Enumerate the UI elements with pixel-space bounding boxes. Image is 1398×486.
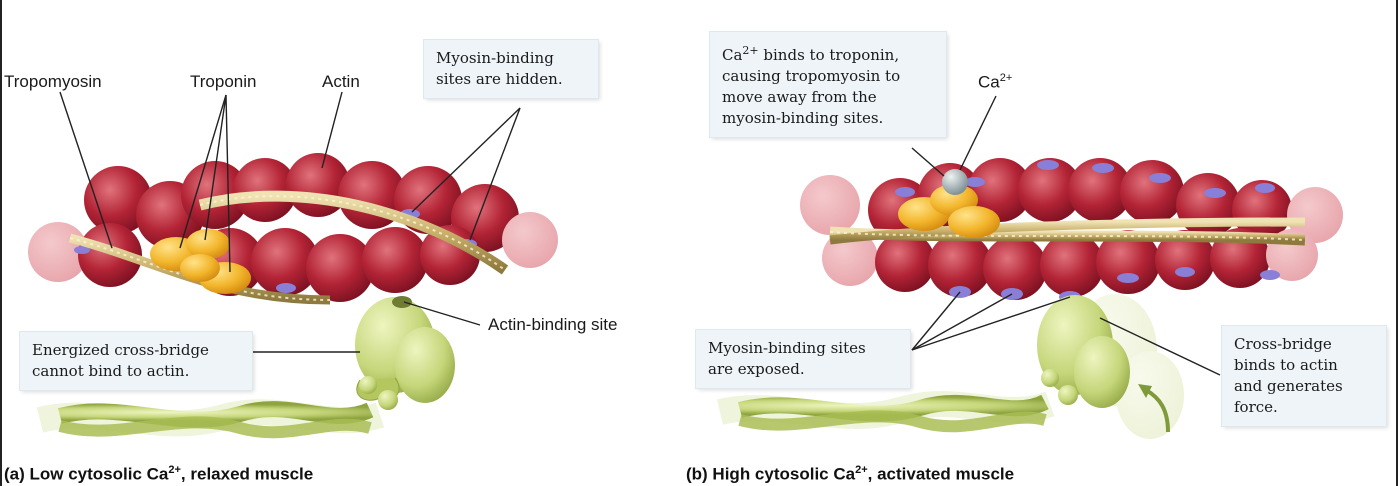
calcium-ion — [942, 169, 968, 195]
tropomyosin-b — [829, 217, 1306, 246]
myosin-exposed-callout: Myosin-binding sites are exposed. — [696, 330, 910, 388]
troponin-label: Troponin — [190, 72, 257, 91]
panel-a-caption-prefix: (a) Low cytosolic Ca — [4, 464, 169, 484]
ca-binds-troponin-callout: Ca2+ binds to troponin, causing tropomyo… — [710, 32, 946, 137]
panel-a-caption: (a) Low cytosolic Ca2+, relaxed muscle — [4, 464, 313, 485]
tropomyosin-label: Tropomyosin — [4, 72, 102, 91]
panel-a-illustration — [28, 153, 558, 439]
panel-a-leader-lines — [59, 91, 521, 353]
calcium-label-base: Ca — [978, 72, 1000, 92]
panel-a-caption-superscript: 2+ — [168, 464, 181, 476]
myosin-tail-b — [717, 391, 1055, 433]
panel-b-caption-prefix: (b) High cytosolic Ca — [686, 464, 856, 484]
panel-b-illustration — [717, 158, 1343, 439]
energized-cross-bridge-callout: Energized cross-bridge cannot bind to ac… — [20, 332, 252, 390]
myosin-tail-a — [36, 399, 385, 439]
panel-b-caption-superscript: 2+ — [855, 464, 868, 476]
panel-b-leader-lines — [911, 95, 1221, 376]
actin-binding-site-label: Actin-binding site — [488, 315, 618, 334]
ca-binds-callout-rest: binds to troponin, causing tropomyosin t… — [722, 46, 901, 127]
myosin-head-b — [1037, 295, 1130, 408]
calcium-label-superscript: 2+ — [999, 72, 1013, 84]
calcium-label: Ca2+ — [978, 72, 1012, 93]
panel-b-caption: (b) High cytosolic Ca2+, activated muscl… — [686, 464, 1014, 485]
panel-b-caption-suffix: , activated muscle — [867, 464, 1015, 484]
power-stroke-arrow — [1144, 388, 1170, 433]
power-stroke-arrowhead — [1138, 384, 1152, 398]
cross-bridge-force-callout: Cross-bridge binds to actin and generate… — [1222, 326, 1386, 426]
myosin-hidden-callout: Myosin-binding sites are hidden. — [424, 40, 598, 98]
troponin-complex-b — [898, 184, 1000, 238]
myosin-head-a — [355, 296, 455, 410]
actin-label: Actin — [322, 72, 360, 91]
ca-binds-callout-base: Ca — [722, 46, 743, 64]
panel-a-caption-suffix: , relaxed muscle — [180, 464, 314, 484]
troponin-complex-a — [150, 229, 251, 294]
ca-binds-callout-superscript: 2+ — [742, 44, 759, 57]
